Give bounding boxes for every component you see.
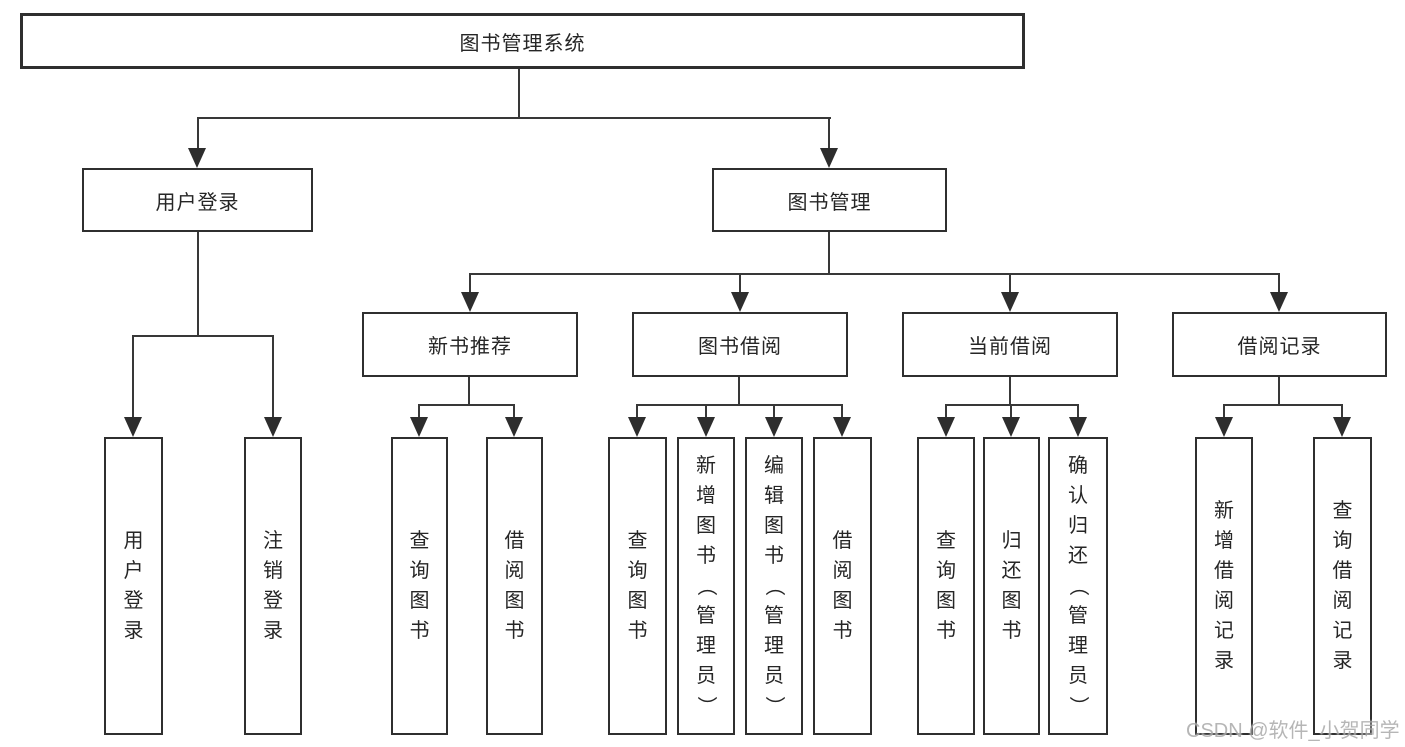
node-borrow-records: 借阅记录 — [1172, 312, 1387, 377]
arrow-down-icon — [628, 417, 646, 437]
connector-line — [828, 117, 830, 150]
arrow-down-icon — [1215, 417, 1233, 437]
connector-line — [132, 335, 134, 419]
connector-line — [197, 117, 831, 119]
connector-line — [1009, 273, 1011, 294]
leaf-query-books: 查询图书 — [917, 437, 975, 735]
connector-line — [272, 335, 274, 419]
arrow-down-icon — [731, 292, 749, 312]
leaf-borrow-books: 借阅图书 — [486, 437, 543, 735]
leaf-return-books: 归还图书 — [983, 437, 1040, 735]
connector-line — [1010, 404, 1012, 420]
leaf-add-books-admin: 新增图书（管理员） — [677, 437, 735, 735]
node-book-management: 图书管理 — [712, 168, 947, 232]
node-user-login: 用户登录 — [82, 168, 313, 232]
leaf-borrow-books: 借阅图书 — [813, 437, 872, 735]
leaf-confirm-return-admin: 确认归还（管理员） — [1048, 437, 1108, 735]
arrow-down-icon — [124, 417, 142, 437]
connector-line — [945, 404, 947, 420]
connector-line — [1278, 375, 1280, 406]
leaf-query-books: 查询图书 — [608, 437, 667, 735]
connector-line — [197, 230, 199, 335]
arrow-down-icon — [1069, 417, 1087, 437]
node-library-management-system: 图书管理系统 — [20, 13, 1025, 69]
leaf-user-login: 用户登录 — [104, 437, 163, 735]
connector-line — [773, 404, 775, 420]
arrow-down-icon — [765, 417, 783, 437]
connector-line — [1341, 404, 1343, 420]
node-label: 用户登录 — [155, 191, 240, 214]
connector-line — [418, 404, 420, 420]
leaf-query-borrow-record: 查询借阅记录 — [1313, 437, 1372, 735]
arrow-down-icon — [833, 417, 851, 437]
connector-line — [469, 273, 471, 294]
connector-line — [1223, 404, 1225, 420]
leaf-edit-books-admin: 编辑图书（管理员） — [745, 437, 803, 735]
connector-line — [738, 375, 740, 406]
arrow-down-icon — [1333, 417, 1351, 437]
node-current-borrow: 当前借阅 — [902, 312, 1118, 377]
node-label: 新书推荐 — [428, 336, 512, 358]
connector-line — [1009, 375, 1011, 406]
connector-line — [197, 117, 199, 150]
connector-line — [841, 404, 843, 420]
arrow-down-icon — [937, 417, 955, 437]
node-label: 图书管理 — [787, 191, 872, 214]
arrow-down-icon — [697, 417, 715, 437]
arrow-down-icon — [410, 417, 428, 437]
connector-line — [945, 404, 1079, 406]
connector-line — [469, 273, 1280, 275]
connector-line — [705, 404, 707, 420]
connector-line — [1278, 273, 1280, 294]
arrow-down-icon — [1001, 292, 1019, 312]
node-label: 当前借阅 — [968, 336, 1052, 358]
connector-line — [828, 230, 830, 275]
node-label: 图书管理系统 — [459, 32, 586, 55]
arrow-down-icon — [188, 148, 206, 168]
leaf-add-borrow-record: 新增借阅记录 — [1195, 437, 1253, 735]
connector-line — [518, 69, 520, 119]
connector-line — [739, 273, 741, 294]
connector-line — [1223, 404, 1343, 406]
connector-line — [636, 404, 638, 420]
arrow-down-icon — [505, 417, 523, 437]
arrow-down-icon — [1002, 417, 1020, 437]
connector-line — [636, 404, 843, 406]
node-new-book-recommend: 新书推荐 — [362, 312, 578, 377]
leaf-logout: 注销登录 — [244, 437, 302, 735]
csdn-watermark: CSDN @软件_小贺同学 — [1186, 720, 1400, 742]
node-label: 借阅记录 — [1237, 336, 1322, 358]
connector-line — [1077, 404, 1079, 420]
arrow-down-icon — [461, 292, 479, 312]
leaf-query-books: 查询图书 — [391, 437, 448, 735]
arrow-down-icon — [264, 417, 282, 437]
connector-line — [513, 404, 515, 420]
connector-line — [418, 404, 515, 406]
node-book-borrow: 图书借阅 — [632, 312, 848, 377]
connector-line — [132, 335, 274, 337]
arrow-down-icon — [820, 148, 838, 168]
connector-line — [468, 375, 470, 406]
arrow-down-icon — [1270, 292, 1288, 312]
node-label: 图书借阅 — [698, 336, 782, 358]
